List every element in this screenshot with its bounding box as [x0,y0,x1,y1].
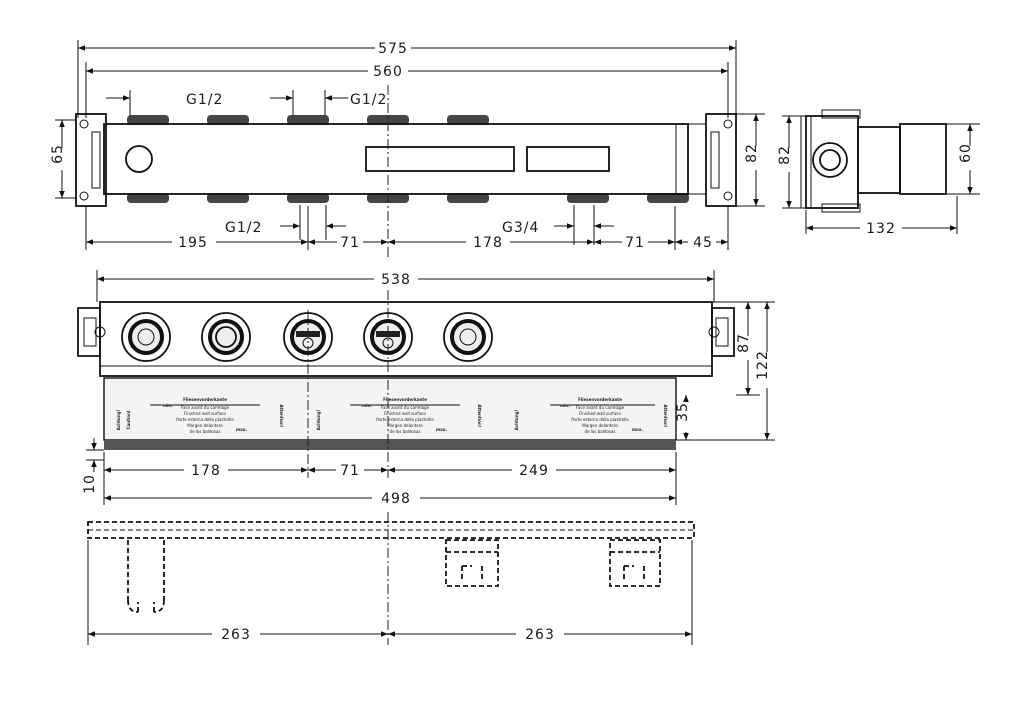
dim-base-width: 498 [381,491,411,507]
front-view: 538 [77,270,777,507]
dim-front-249: 249 [519,463,549,479]
dim-178: 178 [473,235,503,251]
side-note: Achtung! [316,410,321,431]
label-line: Face avant du carrelage [381,405,430,410]
label-block-3: Fliesenvorderkante Face avant du carrela… [514,397,668,434]
thread-label-g12-c: G1/2 [225,220,262,236]
bottom-view: 263 263 [87,512,695,645]
knob-circle [125,145,153,173]
label-line: Finished wall surface [184,411,226,416]
end-cap [675,123,707,195]
label-line: de los baldosas [390,429,421,434]
thread-label-g12-a: G1/2 [186,92,223,108]
front-bracket-left [77,307,106,357]
side-bottom-nut [821,203,861,213]
side-view: 82 60 132 [777,109,980,237]
label-line: de los baldosas [190,429,221,434]
window-left [365,146,515,172]
label-line: Face avant du carrelage [576,405,625,410]
hidden-clip-right [609,539,661,587]
front-bracket-right [708,307,735,357]
label-line: Face avant du carrelage [181,405,230,410]
dim-45: 45 [693,235,713,251]
port-5 [443,312,493,362]
side-port [812,142,848,178]
dim-height-right: 82 [744,143,760,163]
mounting-bracket-right [705,113,737,207]
side-note: Cautionl [126,410,131,429]
label-line: Margen delantero [387,423,423,428]
dim-front-width: 538 [381,272,411,288]
dim-263b: 263 [525,627,555,643]
window-right [526,146,610,172]
min-label: min. [163,403,173,408]
side-flange [800,115,812,209]
side-note: Achtung! [514,410,519,431]
dim-71b: 71 [625,235,645,251]
dim-overall-width: 575 [378,41,408,57]
dim-side-right-height: 60 [958,143,974,163]
side-note: Attention! [477,404,482,427]
max-label: max. [632,427,643,432]
front-housing [99,301,713,377]
label-heading: Fliesenvorderkante [183,397,227,402]
port-2 [201,312,251,362]
front-ports [121,312,493,362]
thread-label-g34: G3/4 [502,220,539,236]
label-line: Margen delantero [582,423,618,428]
dim-front-71: 71 [340,463,360,479]
dim-195: 195 [178,235,208,251]
label-block-1: Fliesenvorderkante Face avant du carrela… [116,397,284,434]
side-note: Attention! [279,404,284,427]
dim-bottom-offset: 10 [82,474,98,494]
hidden-clip-mid [445,539,499,587]
min-label: min. [362,403,372,408]
dim-inner-width: 560 [373,64,403,80]
side-note: Attention! [663,404,668,427]
side-note: Achtung! [116,410,121,431]
dim-front-178: 178 [191,463,221,479]
label-line: Parte esterna della piastrella [571,417,629,422]
outlet-bumps-top [127,115,489,125]
max-label: max. [436,427,447,432]
label-line: Margen delantero [187,423,223,428]
dim-side-depth: 132 [866,221,896,237]
dim-side-height: 82 [777,145,793,165]
dim-front-total: 122 [755,350,771,380]
side-sleeve [857,126,901,194]
dim-263a: 263 [221,627,251,643]
top-view: 575 560 G1/2 G1/2 [50,40,766,260]
box-body-top [103,123,689,195]
side-cover [899,123,947,195]
label-heading: Fliesenvorderkante [578,397,622,402]
label-line: Finished wall surface [384,411,426,416]
hidden-hook [127,540,165,613]
dim-71a: 71 [340,235,360,251]
label-line: Finished wall surface [579,411,621,416]
label-line: de los baldosas [585,429,616,434]
min-label: min. [560,403,570,408]
label-block-2: Fliesenvorderkante Face avant du carrela… [316,397,482,434]
plate-base [104,440,676,450]
thread-label-g12-b: G1/2 [350,92,387,108]
hidden-rail [87,521,695,539]
side-port-inner [819,149,841,171]
label-heading: Fliesenvorderkante [383,397,427,402]
mounting-bracket-left [75,113,107,207]
dim-height-left: 65 [50,144,66,164]
dim-front-upper: 87 [736,333,752,353]
dim-front-lower: 35 [675,402,691,422]
port-1 [121,312,171,362]
label-line: Parte esterna della piastrella [176,417,234,422]
label-line: Parte esterna della piastrella [376,417,434,422]
side-top-nut [821,109,861,119]
max-label: max. [236,427,247,432]
